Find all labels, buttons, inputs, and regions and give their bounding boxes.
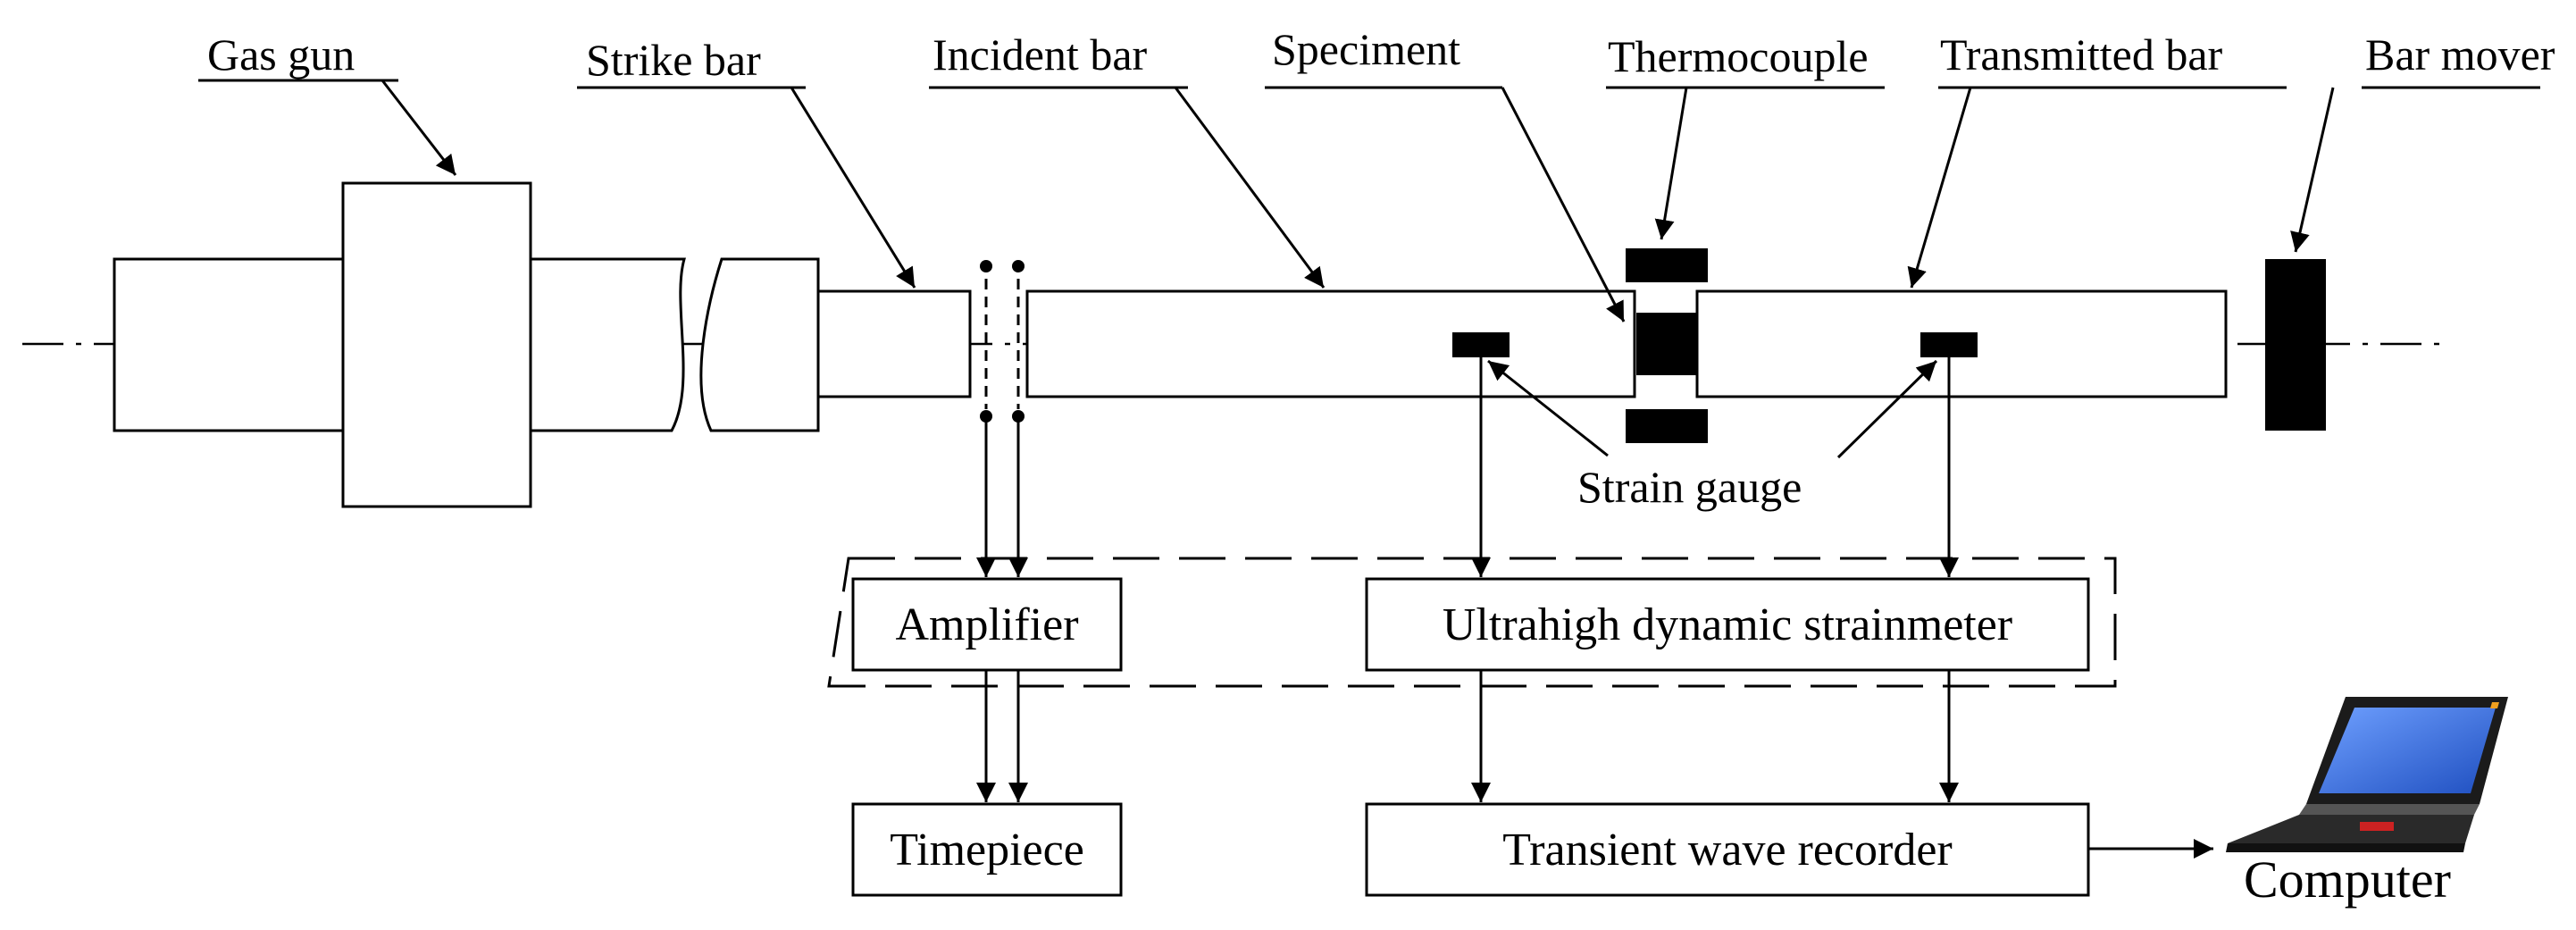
timepiece-box [851,802,1123,897]
laptop-button [2360,822,2394,831]
computer-label: Computer [2244,850,2451,909]
label-thermocouple: Thermocouple [1608,31,1869,81]
thermocouple-top [1626,248,1708,282]
recorder-label: Transient wave recorder [1502,825,1952,876]
strainmeter-box [1365,577,2090,672]
label-bar-mover: Bar mover [2365,29,2555,80]
timing-sensor [980,260,1025,423]
incident-bar [1025,289,1636,398]
specimen [1636,313,1699,375]
strike-bar [816,289,972,398]
strainmeter-label: Ultrahigh dynamic strainmeter [1443,599,2012,650]
label-strain-gauge: Strain gauge [1577,462,1802,512]
thermocouple-bottom [1626,409,1708,443]
amplifier-label: Amplifier [895,599,1078,650]
gas-gun [113,181,820,508]
label-strike-bar: Strike bar [586,35,761,85]
timepiece-label: Timepiece [890,825,1084,876]
label-incident-bar: Incident bar [933,29,1148,80]
amplification-group-frame [827,557,2117,688]
strain-gauge-transmitted [1920,332,1978,357]
bar-mover [2265,259,2326,431]
label-transmitted-bar: Transmitted bar [1940,29,2223,80]
recorder-box [1365,802,2090,897]
label-speciment: Speciment [1272,24,1460,74]
strain-gauge-incident [1452,332,1510,357]
label-gas-gun: Gas gun [207,29,355,80]
laptop-icon [2226,697,2508,852]
amplifier-box [851,577,1123,672]
